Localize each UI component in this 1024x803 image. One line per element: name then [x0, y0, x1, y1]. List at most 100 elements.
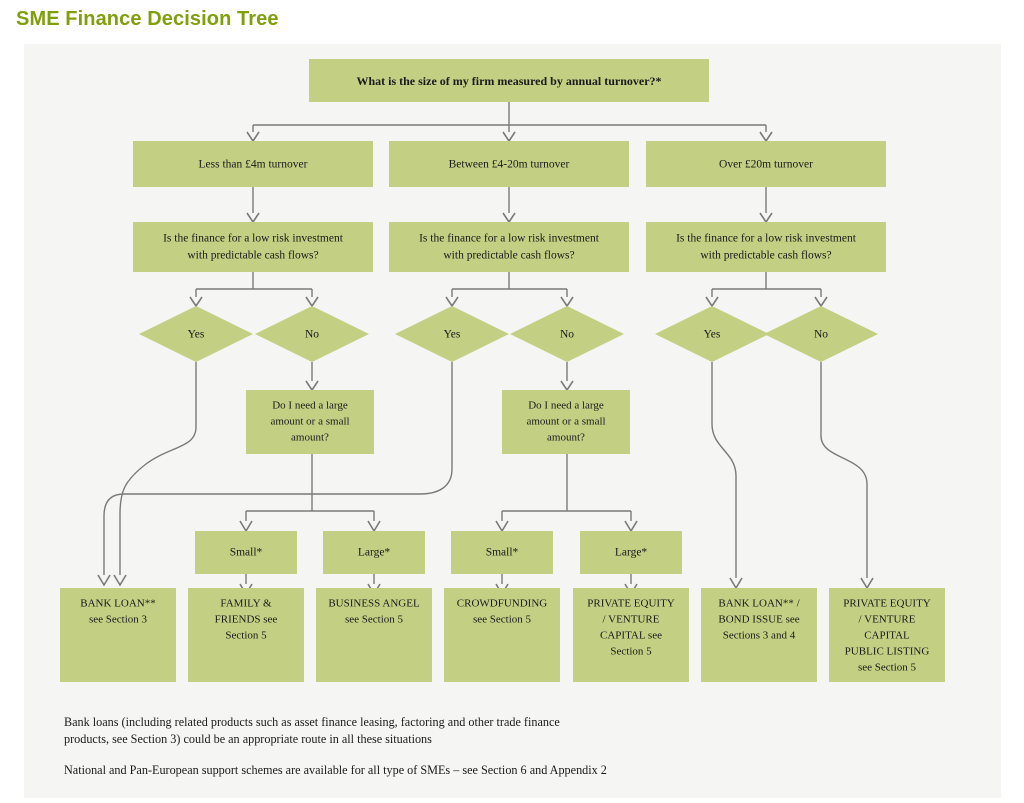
node-amount-2-box — [502, 390, 630, 454]
node-small-2-label: Small* — [486, 547, 519, 559]
node-outcome-4-line2: see Section 5 — [473, 614, 532, 626]
arrow-r3-yes — [705, 296, 719, 308]
node-outcome-2-line2: FRIENDS see — [215, 614, 278, 626]
node-risk-3-line1: Is the finance for a low risk investment — [676, 233, 857, 245]
node-root-box — [309, 59, 709, 102]
node-amount-small-1[interactable]: Small* — [195, 531, 297, 574]
node-turnover-4-20m[interactable]: Between £4-20m turnover — [389, 141, 629, 187]
node-outcome-6-line3: Sections 3 and 4 — [723, 630, 796, 642]
node-risk-2-box — [389, 222, 629, 272]
node-outcome-3-line1: BUSINESS ANGEL — [328, 598, 420, 610]
arrow-d1yes-bankloan — [113, 574, 127, 587]
node-amount-large-2[interactable]: Large* — [580, 531, 682, 574]
node-risk-question-3[interactable]: Is the finance for a low risk investment… — [646, 222, 886, 272]
diamond-yes-3-label: Yes — [704, 329, 721, 341]
node-outcome-7-line5: see Section 5 — [858, 662, 917, 674]
node-outcome-1-box — [60, 588, 176, 682]
page-title: SME Finance Decision Tree — [16, 8, 279, 30]
connectors — [97, 102, 874, 596]
conn-d2yes-bankloan — [103, 362, 453, 575]
node-amount-1-box — [246, 390, 374, 454]
arrow-root-3 — [759, 131, 773, 143]
node-turnover-3-label: Over £20m turnover — [719, 159, 813, 171]
node-outcome-3-box — [316, 588, 432, 682]
node-outcome-family-friends[interactable]: FAMILY & FRIENDS see Section 5 — [188, 588, 304, 682]
node-root-question[interactable]: What is the size of my firm measured by … — [309, 59, 709, 102]
diamond-yes-1-label: Yes — [188, 329, 205, 341]
node-small-1-box — [195, 531, 297, 574]
node-decision-yes-1[interactable]: Yes — [139, 306, 253, 362]
arrow-root-2 — [502, 131, 516, 143]
node-outcome-private-equity-public-listing[interactable]: PRIVATE EQUITY / VENTURE CAPITAL PUBLIC … — [829, 588, 945, 682]
diamond-no-3 — [764, 306, 878, 362]
node-decision-no-1[interactable]: No — [255, 306, 369, 362]
node-large-1-box — [323, 531, 425, 574]
node-outcome-business-angel[interactable]: BUSINESS ANGEL see Section 5 — [316, 588, 432, 682]
node-outcome-2-line3: Section 5 — [225, 630, 267, 642]
arrow-aq1-small — [239, 520, 253, 533]
node-amount-question-1[interactable]: Do I need a large amount or a small amou… — [246, 390, 374, 454]
node-amount-question-2[interactable]: Do I need a large amount or a small amou… — [502, 390, 630, 454]
node-outcome-6-box — [701, 588, 817, 682]
diamond-yes-2 — [395, 306, 509, 362]
arrow-aq2-large — [624, 520, 638, 533]
node-decision-yes-2[interactable]: Yes — [395, 306, 509, 362]
arrow-r1-no — [305, 296, 319, 308]
footnote-support-schemes: National and Pan-European support scheme… — [64, 763, 607, 777]
node-risk-3-box — [646, 222, 886, 272]
conn-d1yes-bankloan — [119, 362, 197, 575]
arrow-t3-r3 — [759, 212, 773, 224]
arrow-t1-r1 — [246, 212, 260, 224]
node-decision-no-2[interactable]: No — [510, 306, 624, 362]
footnote-2-line1: National and Pan-European support scheme… — [64, 763, 607, 777]
node-large-1-label: Large* — [358, 547, 391, 559]
node-outcome-5-line4: Section 5 — [610, 646, 652, 658]
arrow-r3-no — [814, 296, 828, 308]
node-amount-small-2[interactable]: Small* — [451, 531, 553, 574]
arrow-r2-no — [560, 296, 574, 308]
node-outcome-7-line4: PUBLIC LISTING — [845, 646, 930, 658]
node-outcome-5-box — [573, 588, 689, 682]
node-outcome-7-line2: / VENTURE — [859, 614, 916, 626]
node-outcome-2-box — [188, 588, 304, 682]
node-risk-question-2[interactable]: Is the finance for a low risk investment… — [389, 222, 629, 272]
node-turnover-over-20m[interactable]: Over £20m turnover — [646, 141, 886, 187]
node-outcome-7-box — [829, 588, 945, 682]
node-risk-2-line2: with predictable cash flows? — [443, 250, 574, 262]
node-outcome-private-equity-vc[interactable]: PRIVATE EQUITY / VENTURE CAPITAL see Sec… — [573, 588, 689, 682]
arrow-t2-r2 — [502, 212, 516, 224]
arrow-d3no-pe — [860, 577, 874, 590]
arrow-aq1-large — [367, 520, 381, 533]
footnote-1-line1: Bank loans (including related products s… — [64, 715, 560, 729]
node-decision-no-3[interactable]: No — [764, 306, 878, 362]
node-outcome-6-line1: BANK LOAN** / — [718, 598, 800, 610]
node-turnover-less-4m[interactable]: Less than £4m turnover — [133, 141, 373, 187]
node-amount-large-1[interactable]: Large* — [323, 531, 425, 574]
node-small-1-label: Small* — [230, 547, 263, 559]
arrow-root-1 — [246, 131, 260, 143]
node-outcome-crowdfunding[interactable]: CROWDFUNDING see Section 5 — [444, 588, 560, 682]
node-risk-1-line2: with predictable cash flows? — [187, 250, 318, 262]
arrow-r2-yes — [445, 296, 459, 308]
node-turnover-3-box — [646, 141, 886, 187]
node-amount-1-line1: Do I need a large — [272, 400, 348, 412]
node-amount-1-line2: amount or a small — [270, 416, 349, 428]
diamond-no-1 — [255, 306, 369, 362]
diamond-no-1-label: No — [305, 329, 319, 341]
diamond-no-3-label: No — [814, 329, 828, 341]
node-turnover-1-label: Less than £4m turnover — [199, 159, 308, 171]
node-risk-question-1[interactable]: Is the finance for a low risk investment… — [133, 222, 373, 272]
node-amount-2-line2: amount or a small — [526, 416, 605, 428]
node-amount-1-line3: amount? — [291, 432, 329, 444]
node-amount-2-line3: amount? — [547, 432, 585, 444]
arrow-d3yes-bankbond — [729, 577, 743, 590]
node-outcome-bank-loan[interactable]: BANK LOAN** see Section 3 — [60, 588, 176, 682]
node-root-label: What is the size of my firm measured by … — [356, 74, 661, 88]
node-large-2-box — [580, 531, 682, 574]
node-outcome-5-line1: PRIVATE EQUITY — [587, 598, 675, 610]
node-decision-yes-3[interactable]: Yes — [655, 306, 769, 362]
node-outcome-bank-loan-bond-issue[interactable]: BANK LOAN** / BOND ISSUE see Sections 3 … — [701, 588, 817, 682]
node-turnover-1-box — [133, 141, 373, 187]
node-risk-2-line1: Is the finance for a low risk investment — [419, 233, 600, 245]
node-small-2-box — [451, 531, 553, 574]
